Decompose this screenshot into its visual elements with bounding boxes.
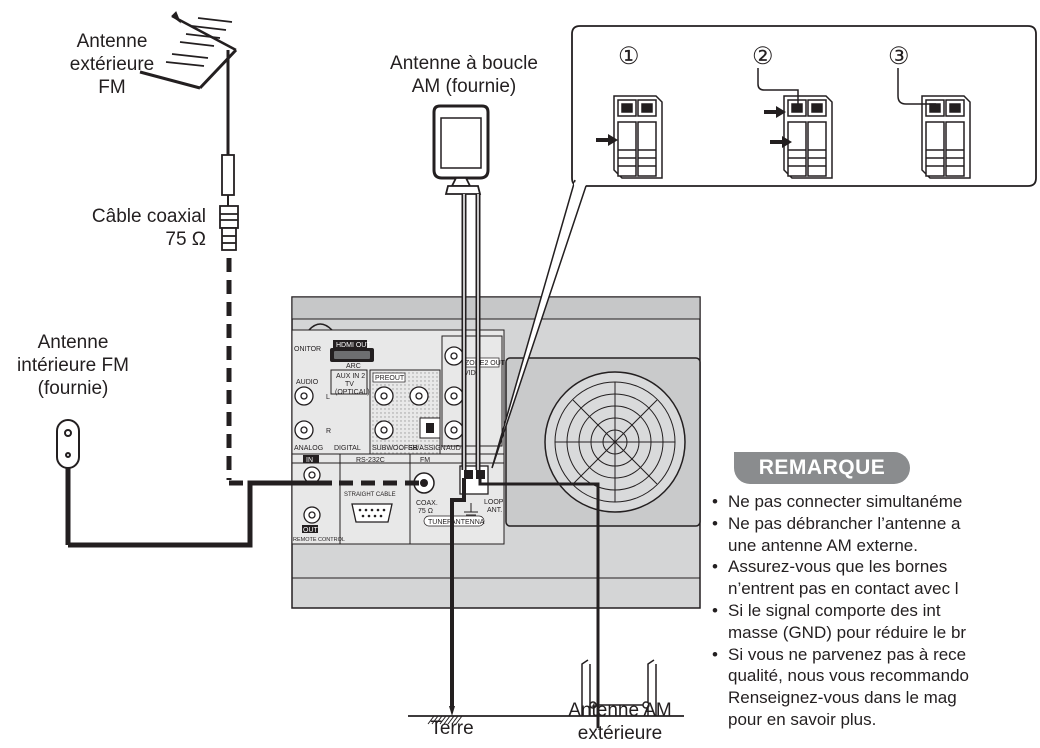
fm-outdoor-line-2: extérieure [69,54,155,75]
am-loop-antenna-icon [432,104,490,470]
remark-note-continuation: masse (GND) pour réduire le br [728,622,967,642]
ground-symbol-icon [464,503,478,519]
remark-note-continuation: pour en savoir plus. [728,709,877,729]
panel-optical-label: (OPTICAL) [335,389,370,396]
receiver-rear-panel: ONITOR HDMI OUT ARC AUDIO AUX IN 2 TV (O… [291,296,701,609]
fm-indoor-antenna-icon [56,419,332,548]
panel-analog-label: ANALOG [294,445,323,452]
coax-connector-icon [219,205,239,251]
panel-zone2-label: ZONE2 OUT [465,360,506,367]
am-outdoor-antenna-label: Antenne AM extérieure [550,699,690,745]
fm-outdoor-line-1: Antenne [76,31,148,52]
panel-sbassign-label: SB/ASSIGN [408,445,446,452]
terminal-step-3-icon [921,95,971,179]
coax-line-1: Câble coaxial [91,206,206,227]
terminal-step-2-icon [783,95,833,179]
panel-remote-label: REMOTE CONTROL [293,537,345,543]
terminal-step-1-icon [613,95,663,179]
panel-coax-label: COAX. [416,500,438,507]
remark-note: Si le signal comporte des int [706,600,1040,622]
remark-note-continuation: une antenne AM externe. [728,535,918,555]
panel-arc-label: ARC [346,363,361,370]
panel-tuner-label: TUNER [428,519,452,526]
step-2-number: ② [752,43,774,70]
panel-subwoofer-label: SUBWOOFER [372,445,418,452]
coax-cable-label: Câble coaxial 75 Ω [56,205,206,251]
am-outdoor-line-1: Antenne AM [568,700,672,721]
panel-out-label: OUT [303,527,319,534]
am-outdoor-antenna-icon [581,659,657,716]
fm-indoor-line-1: Antenne [37,332,109,353]
panel-monitor-label: ONITOR [294,346,321,353]
fm-indoor-antenna-label: Antenne intérieure FM (fournie) [0,331,146,400]
panel-hdmi-out-label: HDMI OUT [336,342,371,349]
panel-in-label: IN [306,457,313,464]
remark-notes-list: Ne pas connecter simultanéme Ne pas débr… [706,491,1040,731]
remark-note-continuation: qualité, nous vous recommando [728,666,969,686]
am-loop-line-1: Antenne à boucle [390,53,538,74]
step-3-number: ③ [888,43,910,70]
remark-note: Assurez-vous que les bornes [706,556,1040,578]
panel-coax-ohm-label: 75 Ω [418,508,433,515]
fm-indoor-line-3: (fournie) [37,378,109,399]
terminal-instructions-callout: ① ② ③ [491,25,1037,469]
remark-note: Ne pas connecter simultanéme [706,491,1040,513]
panel-l-label: L [326,394,330,401]
panel-aud-label: AUD [446,445,461,452]
fm-outdoor-antenna-icon [139,11,238,208]
panel-loop-label: LOOP [484,499,504,506]
remark-note: Ne pas débrancher l’antenne a [706,513,1040,535]
panel-straight-cable-label: STRAIGHT CABLE [344,492,396,498]
panel-audio-label: AUDIO [296,379,319,386]
panel-rs232c-label: RS-232C [356,457,385,464]
remark-note: Si vous ne parvenez pas à rece [706,644,1040,666]
panel-digital-label: DIGITAL [334,445,361,452]
remark-note-continuation: n’entrent pas en contact avec l [728,579,959,599]
panel-antenna-label: ANTENNA [451,519,485,526]
earth-and-am-wires [450,478,600,728]
remark-note-continuation: Renseignez-vous dans le mag [728,688,957,708]
am-outdoor-line-2: extérieure [577,723,663,744]
step-1-number: ① [618,43,640,70]
panel-ant-label: ANT. [487,507,502,514]
panel-aux-label: AUX IN 2 [336,373,365,380]
ground-line [408,706,684,725]
panel-video-label: VID [464,370,476,377]
coax-line-2: 75 Ω [165,229,206,250]
earth-label: Terre [430,718,474,739]
remark-title-badge: REMARQUE [734,452,910,484]
panel-r-label: R [326,428,331,435]
fm-outdoor-line-3: FM [98,77,126,98]
panel-fm-label: FM [420,457,430,464]
panel-tv-label: TV [345,381,354,388]
panel-preout-label: PREOUT [375,375,405,382]
fm-outdoor-antenna-label: Antenne extérieure FM [58,30,166,99]
fm-indoor-line-2: intérieure FM [17,355,129,376]
am-loop-antenna-label: Antenne à boucle AM (fournie) [364,52,564,98]
am-loop-line-2: AM (fournie) [411,76,517,97]
fan-grille-icon [554,381,676,503]
